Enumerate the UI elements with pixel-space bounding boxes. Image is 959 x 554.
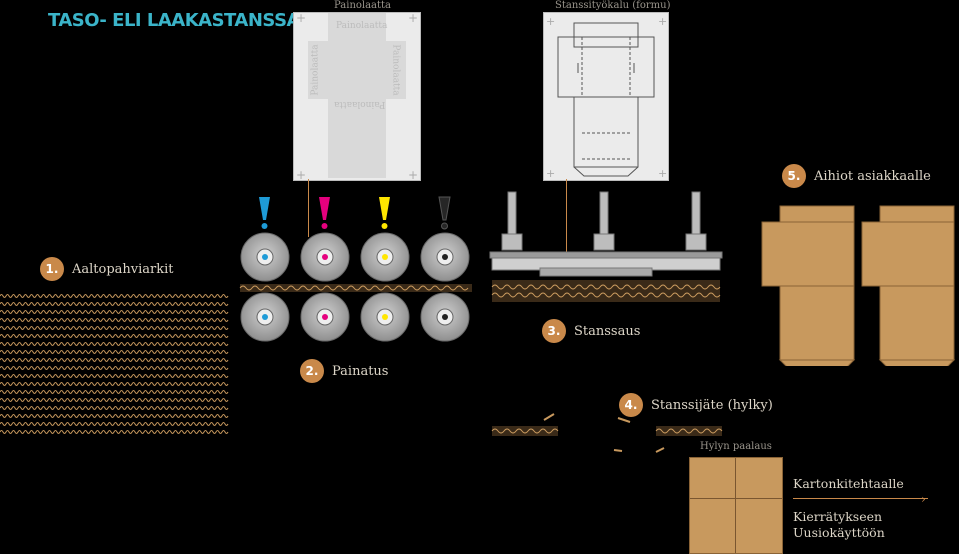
ink-drop-cyan-icon [259, 197, 270, 220]
ink-drop-black-dot [442, 223, 448, 229]
corrugated-sheet [0, 311, 228, 314]
output-arrow-line [793, 498, 928, 499]
corrugated-sheet [0, 415, 228, 418]
die-tool-outline: + + + + [544, 13, 668, 180]
roller-row-bottom [241, 293, 469, 341]
step-5-label: Aihiot asiakkaalle [814, 169, 931, 184]
bale-strap [690, 498, 782, 499]
ink-drop-yellow-icon [379, 197, 390, 220]
corrugated-sheet [0, 351, 228, 354]
corrugated-sheet [0, 359, 228, 362]
corrugated-sheet [0, 431, 228, 434]
registration-mark-icon: + [296, 168, 306, 182]
corrugated-sheet [0, 391, 228, 394]
step-1-label: Aaltopahviarkit [72, 262, 174, 277]
printing-rollers [238, 232, 474, 344]
plate-text-left: Painolaatta [311, 44, 321, 95]
svg-text:+: + [546, 15, 555, 28]
step-3-label: Stanssaus [574, 324, 640, 339]
corrugated-sheet [0, 327, 228, 330]
corrugated-sheet [0, 343, 228, 346]
corrugated-sheet [0, 303, 228, 306]
plate-text-bottom: Painolaatta [334, 99, 385, 109]
corrugated-sheet-stack [0, 292, 230, 440]
blank-1 [762, 206, 854, 366]
registration-mark-icon: + [408, 11, 418, 25]
printing-plate-caption: Painolaatta [334, 0, 391, 11]
output-to-mill: Kartonkitehtaalle [793, 476, 904, 491]
waste-bale [689, 457, 783, 554]
finished-blanks [758, 204, 958, 366]
svg-text:+: + [658, 15, 667, 28]
step-2-label: Painatus [332, 364, 388, 379]
step-5-badge: 5. [782, 164, 806, 188]
corrugated-sheet [0, 383, 228, 386]
ink-drop-black-icon [439, 197, 450, 220]
ink-drop-magenta-icon [319, 197, 330, 220]
arrow-right-icon: › [921, 492, 926, 506]
corrugated-sheet [0, 335, 228, 338]
corrugated-sheet [0, 423, 228, 426]
blank-2 [862, 206, 954, 366]
output-recycling-line2: Uusiokäyttöön [793, 525, 885, 540]
die-tool-caption: Stanssityökalu (formu) [555, 0, 671, 11]
step-1-badge: 1. [40, 257, 64, 281]
roller-row-top [241, 233, 469, 281]
corrugated-sheet [0, 295, 228, 298]
ink-drop-magenta-dot [322, 223, 328, 229]
step-5: 5. Aihiot asiakkaalle [782, 164, 931, 188]
plate-text-right: Painolaatta [391, 44, 401, 95]
ink-drops [240, 192, 472, 232]
corrugated-sheet [0, 319, 228, 322]
die-tool: + + + + [543, 12, 669, 181]
page-title: TASO- ELI LAAKASTANSSAUS [48, 10, 326, 31]
bale-strap [735, 458, 736, 553]
svg-text:+: + [658, 167, 667, 180]
corrugated-sheet [0, 375, 228, 378]
plate-text-top: Painolaatta [336, 21, 387, 31]
corrugated-sheet [0, 407, 228, 410]
step-3: 3. Stanssaus [542, 319, 640, 343]
corrugated-sheet [0, 367, 228, 370]
registration-mark-icon: + [296, 11, 306, 25]
step-2: 2. Painatus [300, 359, 388, 383]
step-3-badge: 3. [542, 319, 566, 343]
corrugated-sheet [0, 399, 228, 402]
ink-drop-cyan-dot [262, 223, 268, 229]
svg-text:+: + [546, 167, 555, 180]
step-2-badge: 2. [300, 359, 324, 383]
step-1: 1. Aaltopahviarkit [40, 257, 174, 281]
registration-mark-icon: + [408, 168, 418, 182]
die-cutting-press [488, 190, 726, 304]
ink-drop-yellow-dot [382, 223, 388, 229]
output-recycling-line1: Kierrätykseen [793, 509, 882, 524]
die-waste-pieces [490, 410, 730, 460]
printing-plate: Painolaatta Painolaatta Painolaatta Pain… [293, 12, 421, 181]
